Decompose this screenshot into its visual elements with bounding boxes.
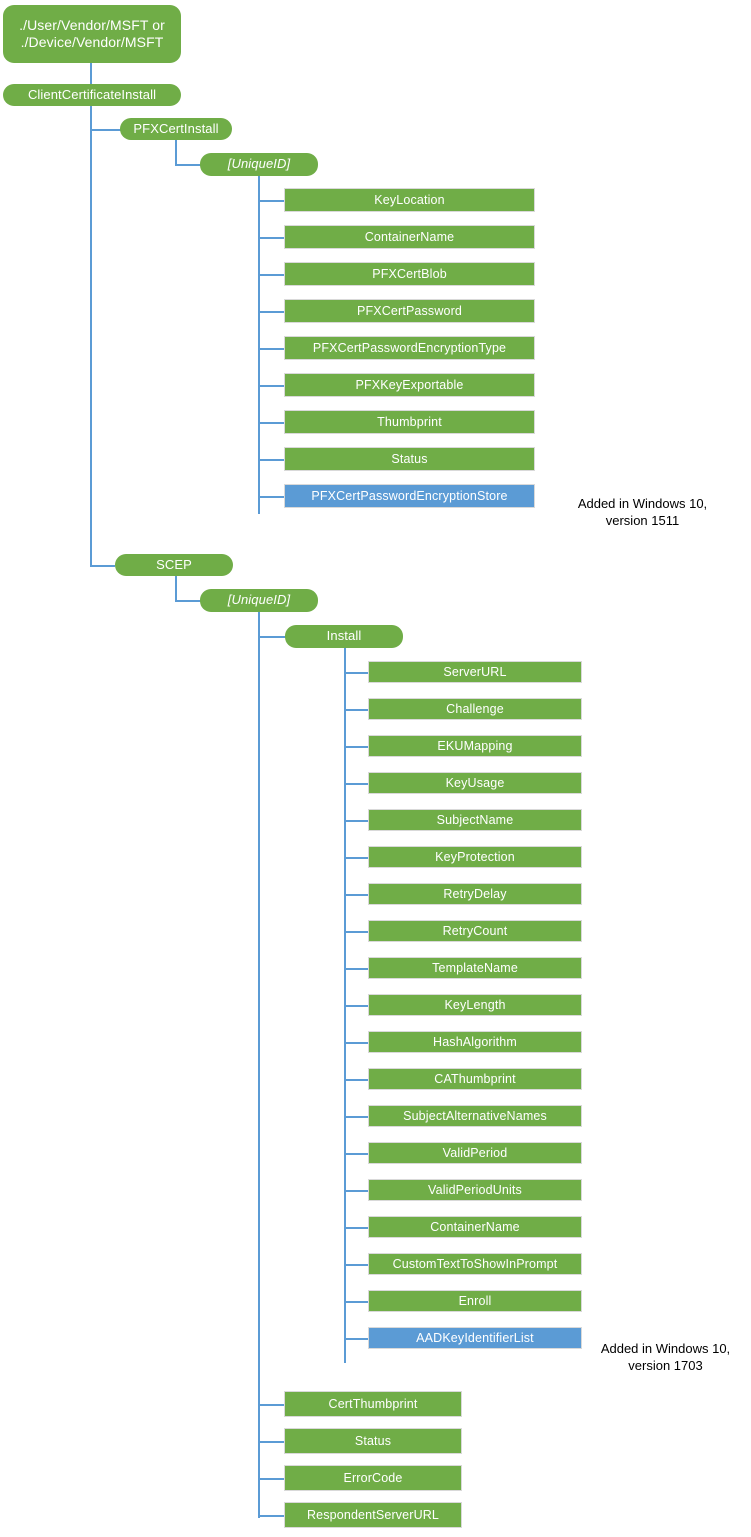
connector-stub [344,1079,368,1081]
connector-stub [258,274,284,276]
node-root[interactable]: ./User/Vendor/MSFT or ./Device/Vendor/MS… [3,5,181,63]
connector-stub [258,200,284,202]
connector-stub [344,894,368,896]
connector-cci-trunk [90,105,92,566]
connector-stub [258,422,284,424]
connector-stub [258,459,284,461]
connector-stub [258,1404,284,1406]
node-pfx-unique-id[interactable]: [UniqueID] [200,153,318,176]
connector-stub [258,1441,284,1443]
connector-stub [258,385,284,387]
leaf-node-box[interactable]: SubjectAlternativeNames [368,1105,582,1127]
leaf-node-box[interactable]: CustomTextToShowInPrompt [368,1253,582,1275]
node-scep-install[interactable]: Install [285,625,403,648]
leaf-node-box[interactable]: Enroll [368,1290,582,1312]
leaf-node-box[interactable]: PFXCertPassword [284,299,535,323]
leaf-node-box[interactable]: ServerURL [368,661,582,683]
leaf-node-box[interactable]: TemplateName [368,957,582,979]
leaf-node-box[interactable]: KeyLocation [284,188,535,212]
leaf-node-box[interactable]: KeyUsage [368,772,582,794]
leaf-node-box[interactable]: PFXKeyExportable [284,373,535,397]
connector-stub [344,857,368,859]
connector-stub [344,1005,368,1007]
note-pfx-added-version: Added in Windows 10, version 1511 [577,496,708,528]
connector-stub [258,496,284,498]
connector-stub [344,746,368,748]
connector-pfx-uniqueid-trunk [258,176,260,514]
leaf-node-box[interactable]: CertThumbprint [284,1391,462,1417]
connector-stub [258,348,284,350]
connector-stub [258,237,284,239]
leaf-node-box[interactable]: KeyProtection [368,846,582,868]
connector-stub [344,968,368,970]
leaf-node-box[interactable]: ContainerName [284,225,535,249]
connector-pfx-to-uniqueid-v [175,140,177,165]
leaf-node-box[interactable]: CAThumbprint [368,1068,582,1090]
connector-stub [344,1153,368,1155]
connector-stub [344,709,368,711]
leaf-node-box[interactable]: Status [284,1428,462,1454]
leaf-node-box[interactable]: PFXCertBlob [284,262,535,286]
leaf-node-box[interactable]: RetryCount [368,920,582,942]
connector-stub [344,1338,368,1340]
leaf-node-box[interactable]: ErrorCode [284,1465,462,1491]
connector-cci-to-pfx [90,129,125,131]
connector-stub [344,1301,368,1303]
connector-stub [258,311,284,313]
connector-root-to-cci [90,62,92,85]
leaf-node-box[interactable]: ValidPeriod [368,1142,582,1164]
leaf-node-box[interactable]: RespondentServerURL [284,1502,462,1528]
leaf-node-box[interactable]: Challenge [368,698,582,720]
connector-uniqueid-to-install [258,636,287,638]
connector-stub [344,820,368,822]
leaf-node-box[interactable]: ValidPeriodUnits [368,1179,582,1201]
connector-cci-to-scep [90,565,115,567]
connector-stub [344,1264,368,1266]
connector-scep-to-uniqueid-h [175,600,202,602]
connector-pfx-to-uniqueid-h [175,164,202,166]
leaf-node-box[interactable]: EKUMapping [368,735,582,757]
leaf-node-box[interactable]: AADKeyIdentifierList [368,1327,582,1349]
connector-stub [344,1042,368,1044]
node-pfx-cert-install[interactable]: PFXCertInstall [120,118,232,140]
connector-stub [344,783,368,785]
leaf-node-box[interactable]: HashAlgorithm [368,1031,582,1053]
leaf-node-box[interactable]: PFXCertPasswordEncryptionType [284,336,535,360]
connector-stub [344,1116,368,1118]
leaf-node-box[interactable]: Thumbprint [284,410,535,434]
note-scep-added-version: Added in Windows 10, version 1703 [600,1341,731,1373]
leaf-node-box[interactable]: RetryDelay [368,883,582,905]
connector-stub [344,1227,368,1229]
connector-stub [258,1515,284,1517]
leaf-node-box[interactable]: ContainerName [368,1216,582,1238]
connector-stub [344,931,368,933]
node-client-certificate-install[interactable]: ClientCertificateInstall [3,84,181,106]
leaf-node-box[interactable]: PFXCertPasswordEncryptionStore [284,484,535,508]
node-scep[interactable]: SCEP [115,554,233,576]
node-scep-unique-id[interactable]: [UniqueID] [200,589,318,612]
connector-scep-to-uniqueid-v [175,576,177,601]
leaf-node-box[interactable]: Status [284,447,535,471]
connector-stub [344,1190,368,1192]
connector-scep-uniqueid-trunk [258,612,260,1518]
connector-stub [258,1478,284,1480]
leaf-node-box[interactable]: KeyLength [368,994,582,1016]
connector-stub [344,672,368,674]
leaf-node-box[interactable]: SubjectName [368,809,582,831]
